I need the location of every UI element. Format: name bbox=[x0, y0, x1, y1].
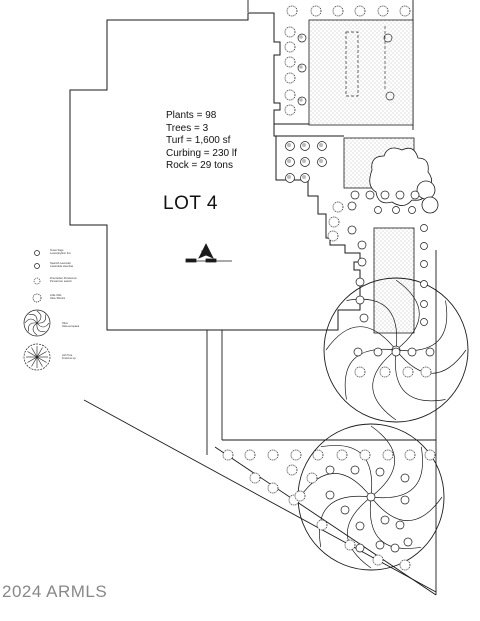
stat-curbing: Curbing = 230 lf bbox=[166, 147, 237, 159]
copyright-watermark: 2024 ARMLS bbox=[2, 582, 108, 601]
legend-symbol-2 bbox=[34, 263, 40, 269]
tree-swirl-2 bbox=[299, 425, 443, 569]
lot-label: LOT 4 bbox=[163, 193, 218, 214]
legend-symbol-4 bbox=[32, 293, 42, 303]
stat-trees: Trees = 3 bbox=[166, 122, 209, 134]
house-footprint bbox=[69, 12, 361, 331]
shrub-group bbox=[222, 5, 436, 571]
stat-plants: Plants = 98 bbox=[166, 110, 217, 121]
turf-details bbox=[345, 26, 386, 97]
legend-olive-swirl bbox=[24, 310, 50, 336]
svg-text:N: N bbox=[201, 251, 205, 257]
north-arrow-icon: N bbox=[185, 243, 232, 263]
turf-areas bbox=[308, 19, 415, 334]
legend-symbol-1 bbox=[34, 250, 40, 256]
turf-area-north bbox=[308, 19, 414, 126]
planting-summary: Plants = 98 Trees = 3 Turf = 1,600 sf Cu… bbox=[166, 110, 237, 173]
tree-canopy-large-1 bbox=[323, 277, 469, 423]
turf-area-south bbox=[373, 227, 415, 334]
legend-symbol-3 bbox=[33, 277, 41, 285]
stat-turf: Turf = 1,600 sf bbox=[166, 135, 231, 146]
stat-rock: Rock = 29 tons bbox=[166, 160, 233, 171]
legend-ash-star bbox=[26, 346, 48, 368]
